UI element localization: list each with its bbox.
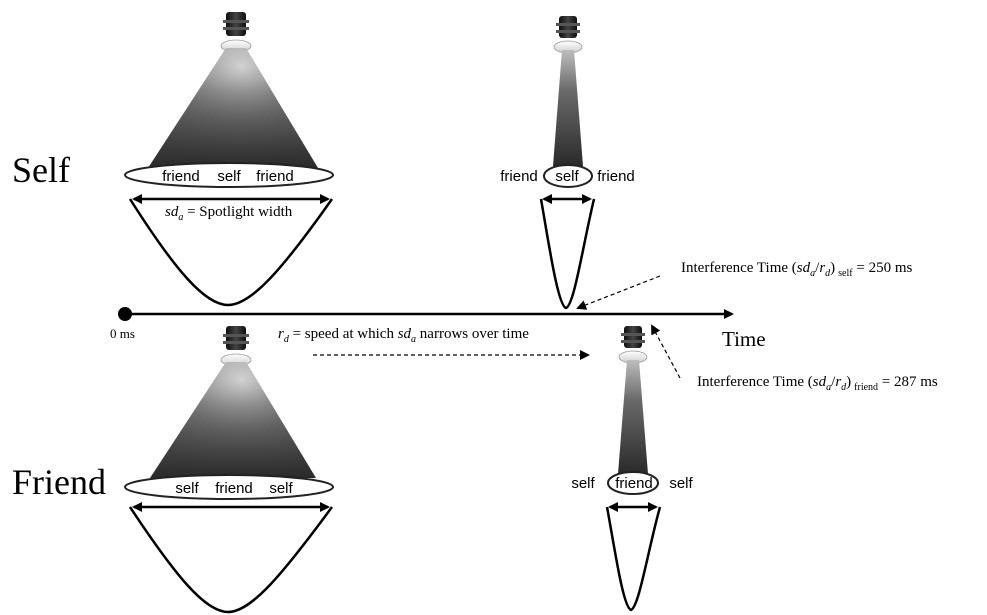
spot-label-center: friend (615, 475, 653, 492)
spotlight-ellipse (607, 471, 659, 495)
time-axis: 0 ms Time (110, 307, 766, 351)
spot-label-right: friend (256, 168, 294, 185)
spot-label-left: friend (162, 168, 200, 185)
spot-label-right: self (669, 475, 693, 492)
lamp-icon (618, 326, 648, 364)
spotlight-self-wide: friend self friend sda = Spotlight width (124, 12, 334, 307)
spotlight-friend-narrow: self friend self (571, 326, 694, 612)
light-cone (618, 360, 648, 474)
lamp-icon (220, 326, 252, 367)
spot-label-center: self (217, 168, 241, 185)
light-cone (553, 50, 583, 166)
spotlight-ellipse (124, 162, 334, 188)
activation-curve (128, 198, 334, 307)
interference-self-label: Interference Time (sda/rd)self = 250 ms (681, 260, 912, 279)
spotlight-ellipse (124, 474, 334, 500)
spot-label-center: friend (215, 480, 253, 497)
lamp-icon (553, 16, 583, 54)
spotlight-friend-wide: self friend self (124, 326, 334, 614)
spot-label-right: friend (597, 168, 635, 185)
width-label: sda = Spotlight width (165, 204, 293, 223)
interference-friend-pointer (651, 324, 681, 379)
row-label-friend: Friend (12, 462, 106, 502)
lamp-icon (220, 12, 252, 53)
spot-label-center: self (555, 168, 579, 185)
interference-friend-label: Interference Time (sda/rd)friend = 287 m… (697, 374, 938, 393)
interference-self-pointer (576, 275, 661, 310)
axis-end-label: Time (722, 327, 766, 351)
spot-label-left: self (175, 480, 199, 497)
activation-curve (605, 506, 662, 612)
spot-label-left: self (571, 475, 595, 492)
spotlight-ellipse (543, 164, 593, 188)
spot-label-left: friend (500, 168, 538, 185)
spotlight-self-narrow: friend self friend (500, 16, 635, 310)
rate-label: rd = speed at which sda narrows over tim… (278, 326, 529, 345)
activation-curve (539, 198, 596, 310)
axis-start-label: 0 ms (110, 326, 135, 341)
row-label-self: Self (12, 150, 70, 190)
activation-curve (128, 506, 334, 614)
spot-label-right: self (269, 480, 293, 497)
